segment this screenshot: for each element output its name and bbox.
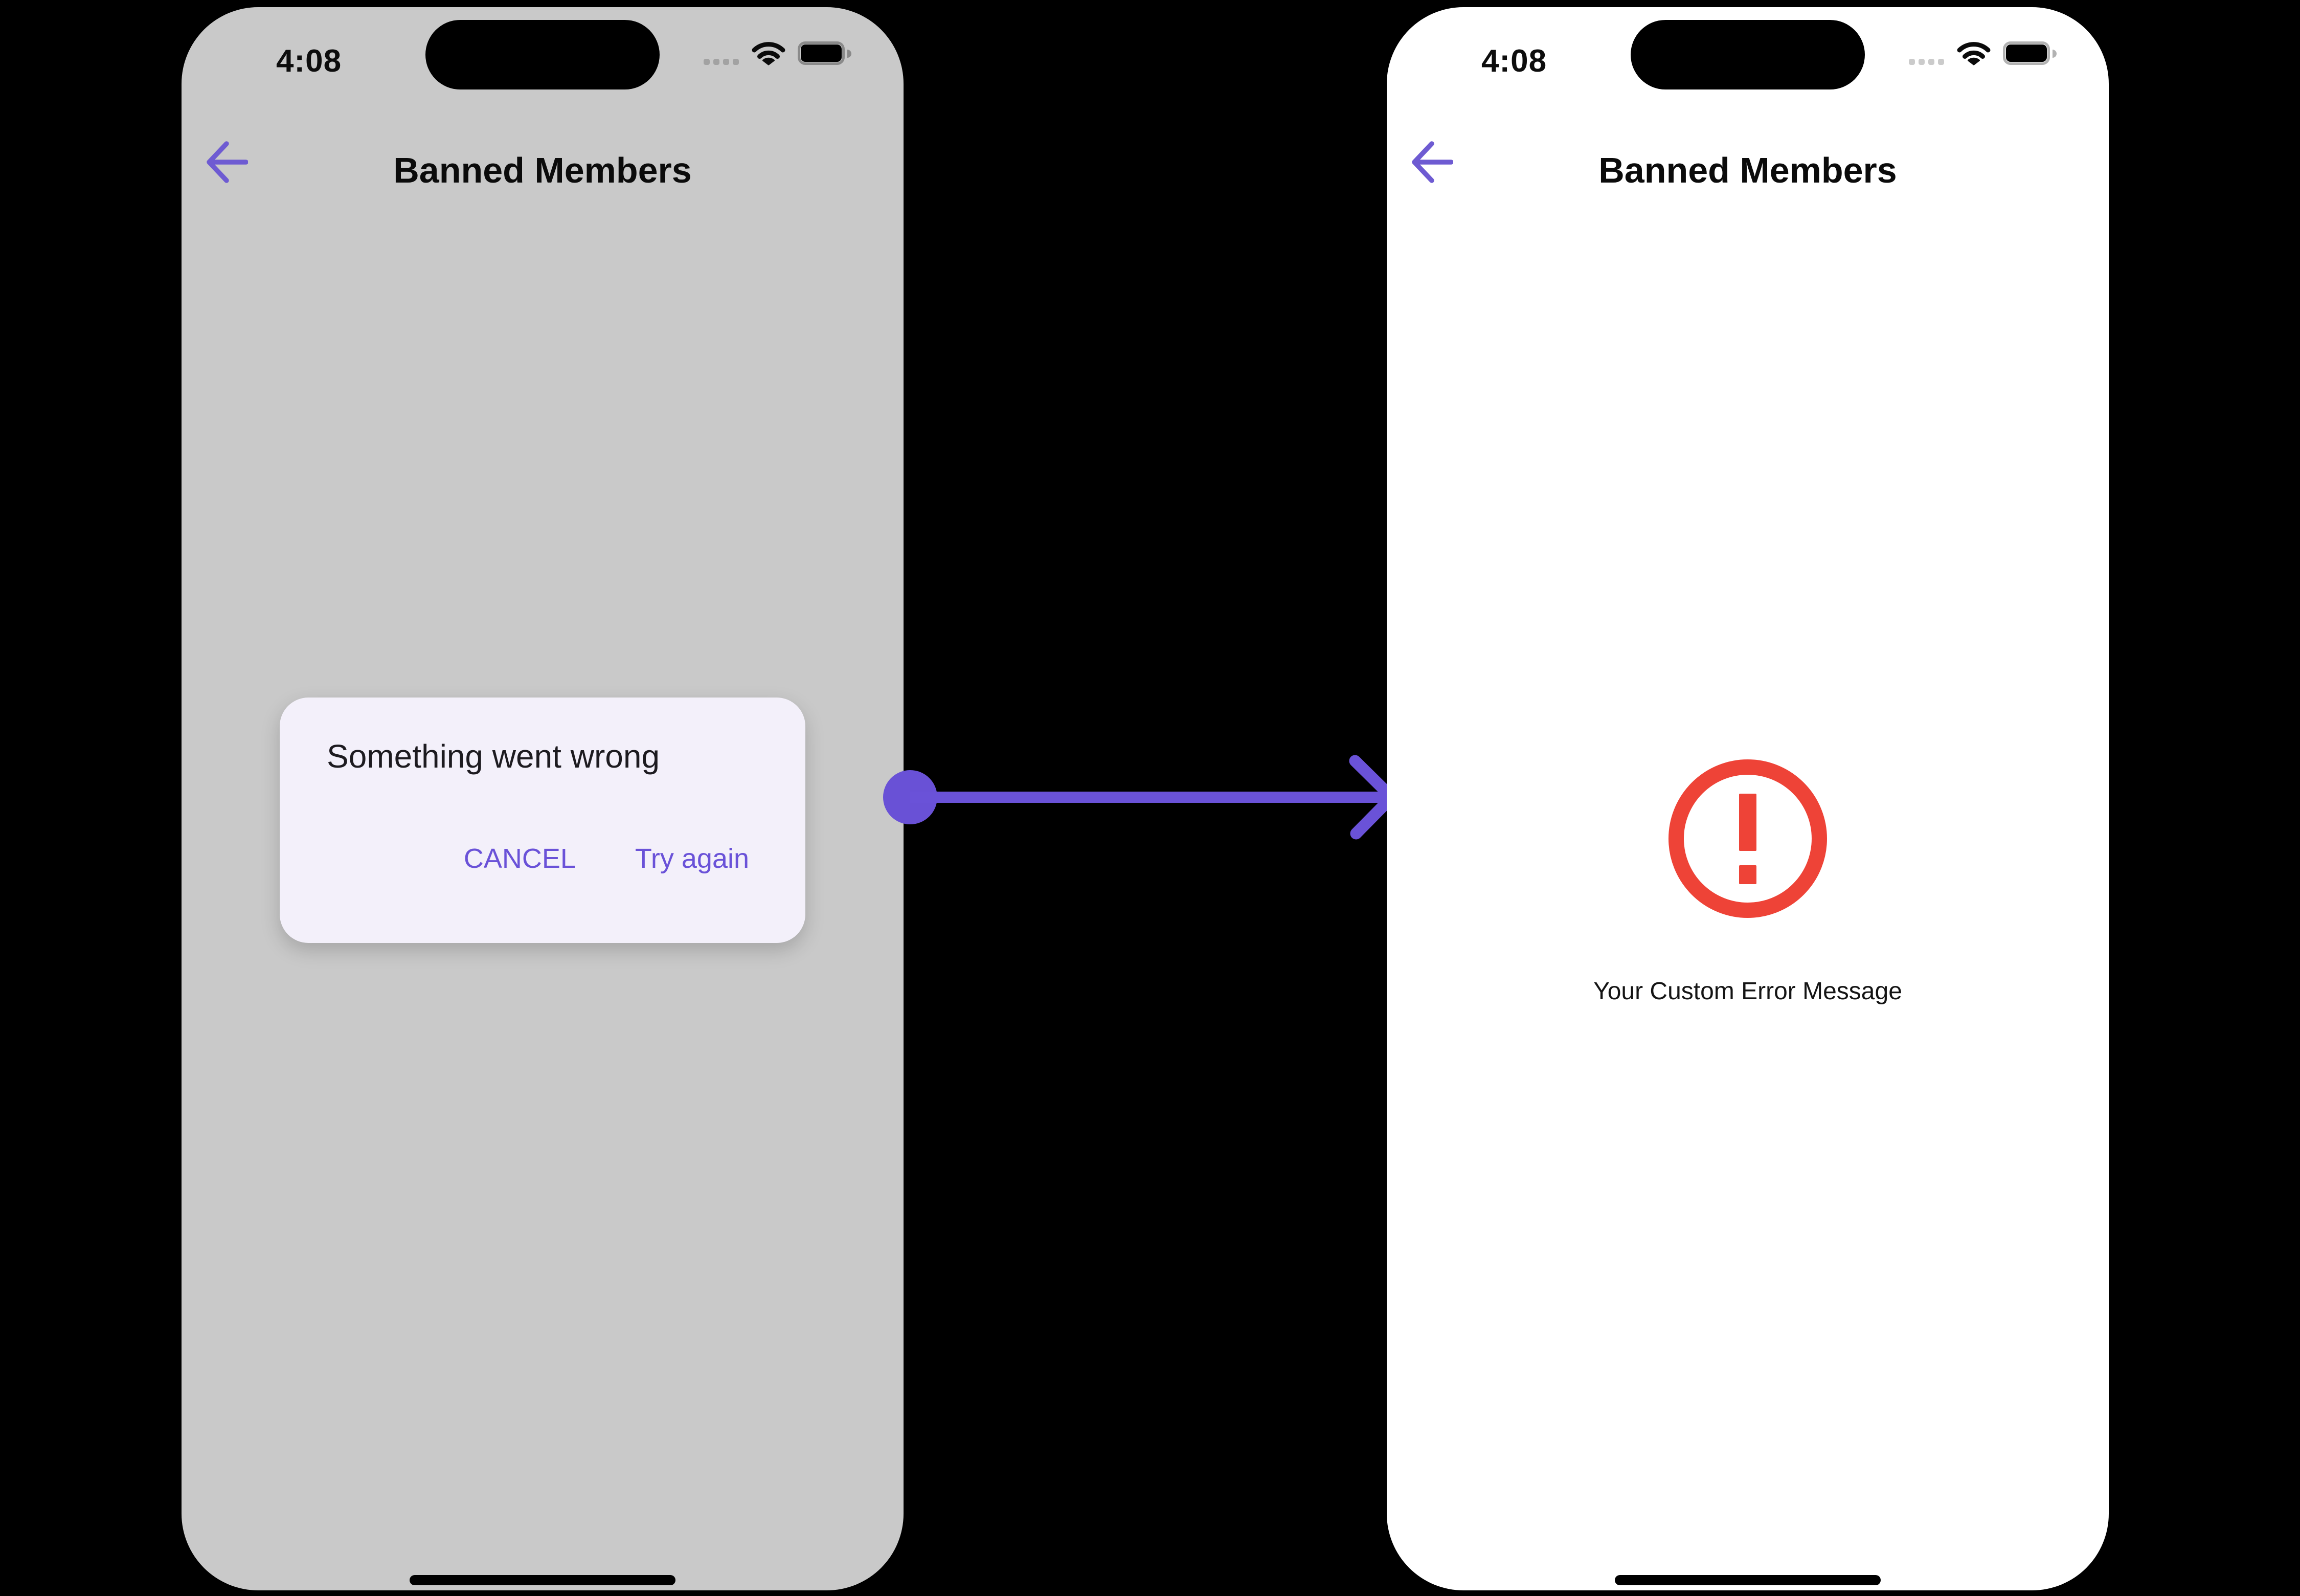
flow-arrow (883, 755, 1398, 840)
dynamic-island (1631, 20, 1865, 89)
cellular-signal-icon (1909, 59, 1944, 65)
wifi-icon (752, 42, 785, 65)
battery-outline (2003, 41, 2050, 65)
cellular-signal-icon (704, 59, 739, 65)
status-time: 4:08 (1481, 43, 1547, 79)
error-alert-icon (1668, 759, 1827, 918)
battery-level (2006, 44, 2047, 62)
back-arrow-icon (207, 141, 249, 183)
battery-icon (2003, 41, 2059, 66)
exclamation-dot (1739, 865, 1756, 884)
back-arrow-icon (1412, 141, 1454, 183)
back-button[interactable] (202, 139, 249, 185)
status-time: 4:08 (276, 43, 342, 79)
dynamic-island (425, 20, 660, 89)
home-indicator (1615, 1575, 1881, 1585)
dialog-title: Something went wrong (327, 738, 660, 775)
dialog-actions: CANCEL Try again (464, 842, 749, 875)
home-indicator (410, 1575, 675, 1585)
page-title: Banned Members (393, 150, 692, 190)
cancel-button[interactable]: CANCEL (464, 842, 576, 875)
wifi-icon (1957, 42, 1991, 65)
battery-cap (847, 50, 851, 58)
battery-outline (798, 41, 845, 65)
error-dialog: Something went wrong CANCEL Try again (280, 698, 805, 943)
battery-icon (798, 41, 854, 66)
back-button[interactable] (1407, 139, 1454, 185)
try-again-button[interactable]: Try again (635, 842, 749, 875)
phone-screen-error-state: 4:08 Banned Members Your Custom Error Me… (1387, 7, 2109, 1590)
battery-cap (2053, 50, 2057, 58)
error-message-text: Your Custom Error Message (1593, 978, 1902, 1005)
phone-screen-dialog-state: 4:08 Banned Members Something went wrong… (182, 7, 904, 1590)
battery-level (801, 44, 842, 62)
page-title: Banned Members (1598, 150, 1897, 190)
exclamation-bar (1739, 794, 1756, 851)
